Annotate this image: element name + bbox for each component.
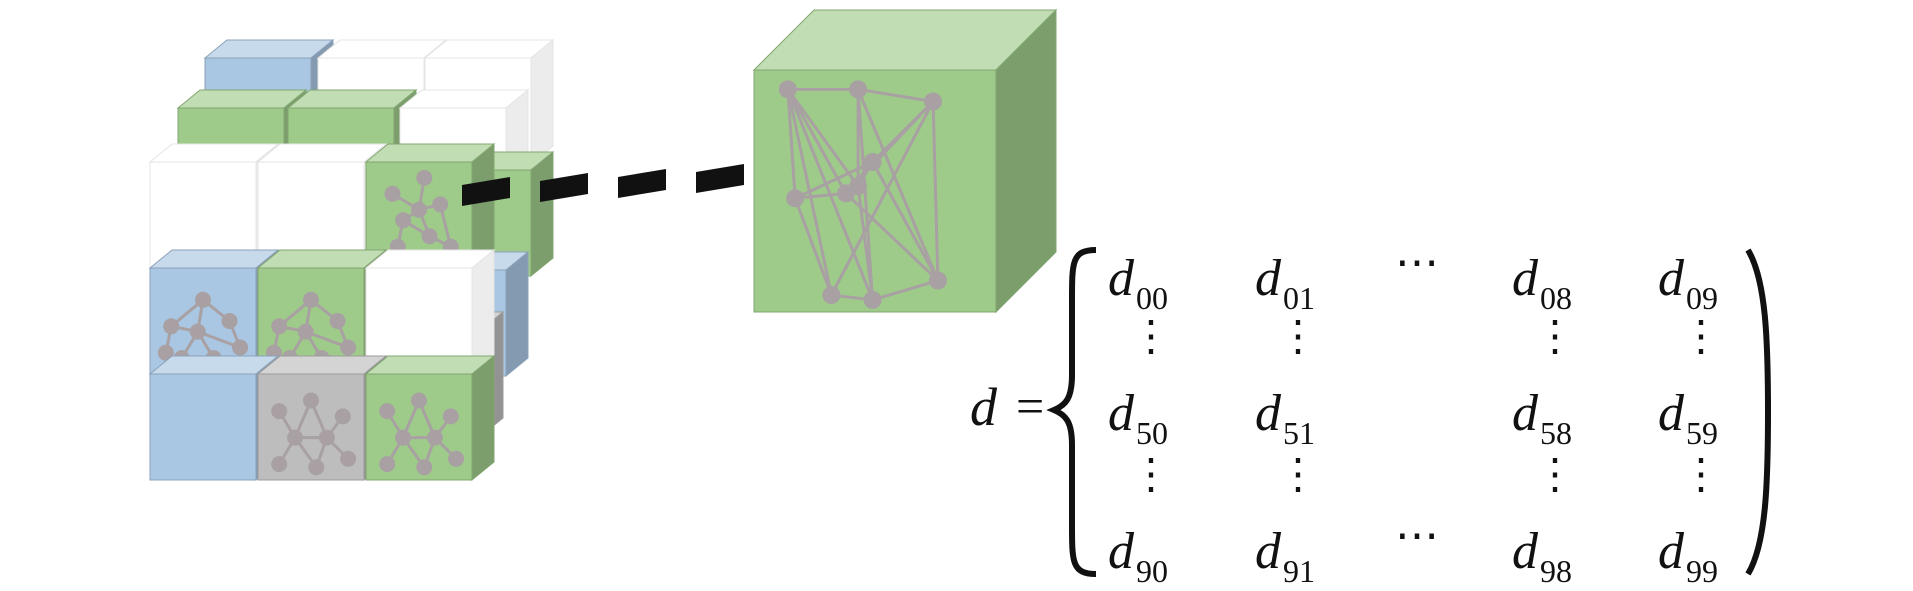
right-paren	[1745, 248, 1772, 576]
matrix-entry: d99	[1658, 523, 1718, 589]
horizontal-ellipsis: ⋯	[1395, 511, 1439, 560]
dashed-connector	[462, 164, 744, 206]
connector-dash	[696, 164, 744, 193]
cube-gray	[256, 354, 388, 482]
vertical-ellipsis: ⋮	[1534, 452, 1576, 498]
matrix-entry: d98	[1512, 523, 1572, 589]
vertical-ellipsis: ⋮	[1534, 314, 1576, 360]
connector-dash	[618, 169, 666, 198]
matrix-entry: d50	[1108, 385, 1168, 451]
matrix-brackets	[1046, 247, 1772, 577]
cube-white	[364, 248, 496, 376]
enlarged-green-cube	[752, 8, 1058, 314]
matrix-entry: d09	[1658, 250, 1718, 316]
vertical-ellipsis: ⋮	[1277, 314, 1319, 360]
connector-dash	[540, 173, 588, 202]
left-brace	[1046, 247, 1097, 577]
matrix-entry: d51	[1255, 385, 1315, 451]
connector-dash	[462, 177, 510, 206]
cube-stack	[148, 38, 555, 482]
equals-sign: =	[1016, 378, 1044, 434]
cube-green	[364, 354, 496, 482]
matrix-entry: d91	[1255, 523, 1315, 589]
vertical-ellipsis: ⋮	[1680, 314, 1722, 360]
matrix-entry: d90	[1108, 523, 1168, 589]
matrix-entry: d58	[1512, 385, 1572, 451]
matrix-entry: d08	[1512, 250, 1572, 316]
vertical-ellipsis: ⋮	[1277, 452, 1319, 498]
vertical-ellipsis: ⋮	[1130, 452, 1172, 498]
vertical-ellipsis: ⋮	[1130, 314, 1172, 360]
horizontal-ellipsis: ⋯	[1395, 238, 1439, 287]
equation-lhs: d	[970, 377, 998, 437]
matrix-entry: d01	[1255, 250, 1315, 316]
enlarged-cube	[752, 8, 1058, 314]
matrix-entry: d59	[1658, 385, 1718, 451]
cube-green	[364, 142, 496, 270]
vertical-ellipsis: ⋮	[1680, 452, 1722, 498]
matrix-entry: d00	[1108, 250, 1168, 316]
matrix-cells: d00 d01 ⋯ d08 d09 d50 d51 d58 d59 d90 d91 ⋯ d98 d99 ⋮ ⋮…	[1108, 238, 1722, 589]
